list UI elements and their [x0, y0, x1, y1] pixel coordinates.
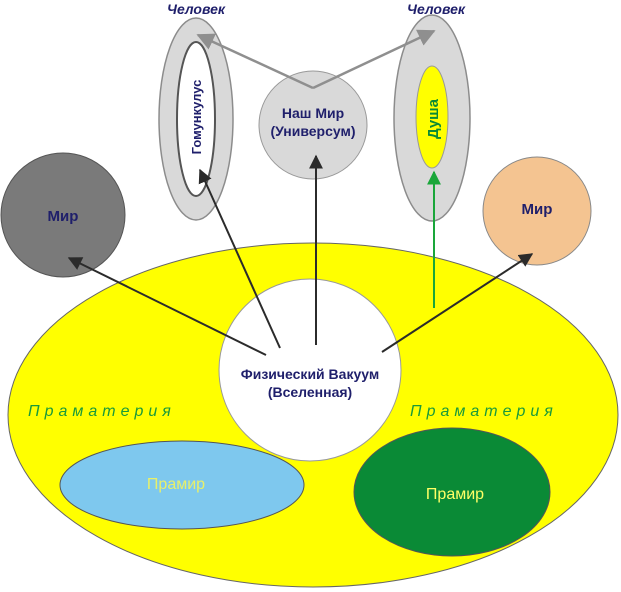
soul-ellipse: [415, 65, 449, 169]
pramir-left-label: Прамир: [147, 476, 205, 493]
human-right-label: Человек: [407, 1, 466, 17]
pramateria-left-label: Праматерия: [28, 403, 176, 420]
pramateria-right-label: Праматерия: [410, 403, 558, 420]
homunculus-label: Гомункулус: [189, 80, 204, 155]
homunculus-ellipse: [176, 41, 216, 197]
arrow-vacuum-to-world-left: [67, 257, 267, 356]
pramir-right-ellipse: [353, 427, 551, 557]
world-right-label: Мир: [522, 201, 553, 218]
human-left-label: Человек: [167, 1, 226, 17]
physical-vacuum-label-line2: (Вселенная): [268, 384, 352, 400]
arrow-vacuum-to-homunculus: [198, 168, 281, 349]
world-left-circle: [0, 152, 126, 278]
physical-vacuum-circle: [218, 278, 402, 462]
pramir-left-ellipse: [59, 440, 305, 530]
world-left-label: Мир: [48, 208, 79, 225]
world-right-circle: [482, 156, 592, 266]
arrow-vacuum-to-world-right: [381, 253, 534, 353]
pramir-right-label: Прамир: [426, 486, 484, 503]
physical-vacuum-label-line1: Физический Вакуум: [241, 366, 379, 382]
our-world-circle: [258, 70, 368, 180]
our-world-label-line2: (Универсум): [270, 123, 355, 139]
our-world-label-line1: Наш Мир: [282, 105, 344, 121]
arrow-ourworld-to-human-left: [196, 33, 314, 90]
soul-label: Душа: [425, 98, 442, 139]
arrow-ourworld-to-human-right: [312, 29, 436, 90]
